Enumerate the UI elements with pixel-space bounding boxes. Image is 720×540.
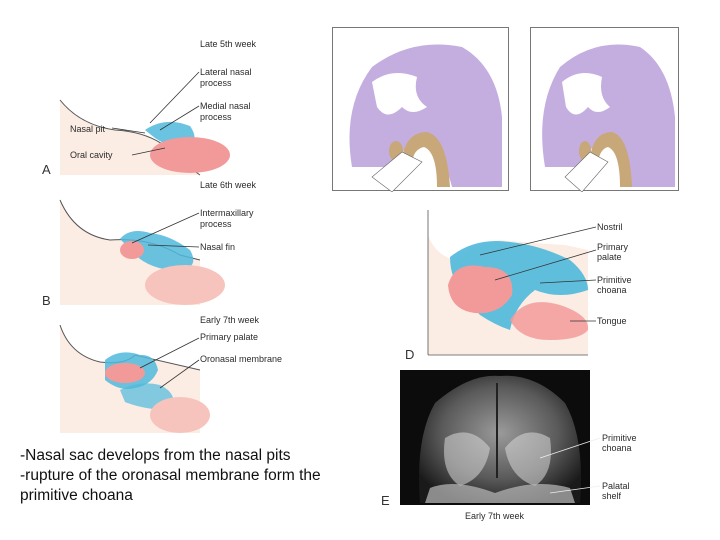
- caption: -Nasal sac develops from the nasal pits …: [20, 446, 390, 506]
- tan-tissue-right: [590, 132, 632, 187]
- tongue-b: [145, 265, 225, 305]
- primary-palate-shape: [105, 363, 145, 383]
- purple-section-right: [530, 27, 679, 192]
- pointer-nostril: [479, 226, 597, 256]
- label-nasal-pit: Nasal pit: [70, 124, 106, 134]
- oral-cavity-shape: [150, 137, 230, 173]
- panel-c-head-outline: [60, 315, 200, 370]
- caption-line-2: -rupture of the oronasal membrane form t…: [20, 467, 321, 484]
- panel-a-letter: A: [42, 162, 51, 177]
- panel-b-stage: Late 6th week: [200, 180, 257, 190]
- pointer-nasal-pit: [111, 127, 146, 134]
- panel-c-stage: Early 7th week: [200, 315, 260, 325]
- pointer-intermaxillary: [131, 212, 200, 244]
- label-nostril: Nostril: [597, 222, 623, 232]
- primary-palate-d: [448, 265, 513, 314]
- tongue-c: [150, 397, 210, 433]
- label-primary-palate-c: Primary palate: [200, 332, 258, 342]
- pointer-nasal-fin: [147, 244, 200, 248]
- pointer-palatal-shelf: [549, 485, 601, 494]
- panel-c: Early 7th week Primary palate Oronasal m…: [59, 315, 282, 433]
- intermaxillary-shape: [120, 241, 144, 259]
- ventricle-right: [562, 73, 610, 115]
- caption-line-1: -Nasal sac develops from the nasal pits: [20, 447, 291, 464]
- opening-right: [564, 151, 609, 192]
- caption-line-3: primitive choana: [20, 487, 133, 504]
- panel-b-letter: B: [42, 293, 51, 308]
- label-tongue: Tongue: [597, 316, 627, 326]
- nasal-sac-b: [120, 231, 194, 271]
- label-oral-cavity: Oral cavity: [70, 150, 113, 160]
- panel-e-stage: Early 7th week: [465, 511, 525, 521]
- panel-d-letter: D: [405, 347, 414, 362]
- pointer-lateral: [149, 71, 200, 124]
- panel-a-stage: Late 5th week: [200, 39, 257, 49]
- pointer-medial: [159, 105, 200, 131]
- ventricle-left: [372, 73, 427, 115]
- pointer-primitive-choana-d: [539, 279, 597, 284]
- pointer-primary-palate: [139, 337, 200, 369]
- panel-e-letter: E: [381, 493, 390, 508]
- tongue-d: [510, 302, 589, 340]
- pointer-primitive-choana-e: [539, 437, 601, 459]
- pointer-oral-cavity: [131, 147, 166, 156]
- purple-section-left: [332, 27, 509, 192]
- pointer-oronasal: [159, 359, 200, 389]
- tan-tissue-left: [402, 132, 450, 187]
- opening-left: [371, 151, 423, 192]
- label-nasal-fin: Nasal fin: [200, 242, 235, 252]
- pointer-primary-palate-d: [494, 249, 597, 281]
- label-oronasal-membrane: Oronasal membrane: [200, 354, 282, 364]
